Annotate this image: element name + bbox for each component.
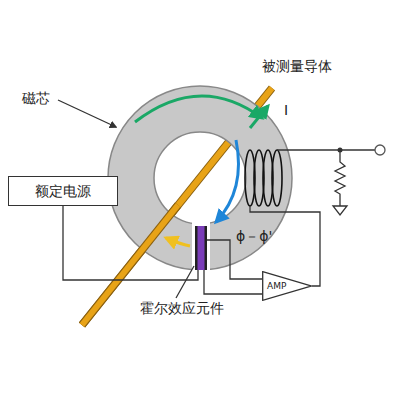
part-label: I xyxy=(284,102,288,118)
part-label: 磁芯 xyxy=(22,90,50,108)
box-label: 额定电源 xyxy=(35,183,91,200)
power-box: 额定电源 xyxy=(8,176,118,206)
current-arrow xyxy=(250,106,268,128)
flux-arrow xyxy=(135,96,262,122)
counter-flux-arrow xyxy=(216,140,239,222)
magnetic-core xyxy=(108,86,292,270)
feedback-coil xyxy=(245,150,282,206)
ground-symbol xyxy=(333,206,347,215)
hall-element xyxy=(195,226,207,270)
gap-flux-arrow xyxy=(166,238,190,246)
part-label: 霍尔效应元件 xyxy=(140,300,224,318)
output-terminal xyxy=(375,145,385,155)
part-label: 被测量导体 xyxy=(262,58,332,76)
part-label: ϕ－ϕ' xyxy=(236,228,272,246)
amp-label: AMP xyxy=(262,271,312,301)
core-gap xyxy=(192,219,210,275)
amplifier-triangle: AMP xyxy=(262,271,312,301)
resistor-symbol xyxy=(335,150,345,206)
